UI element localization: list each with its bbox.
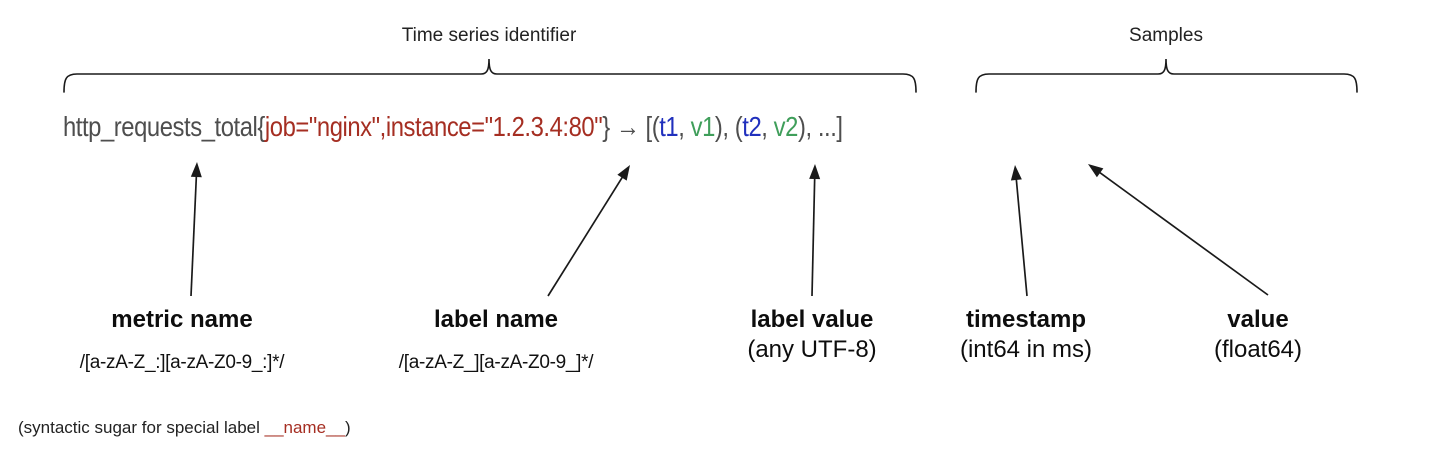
code-segment-close-brace: } — [602, 111, 610, 142]
timestamp-type: (int64 in ms) — [959, 336, 1093, 363]
code-segment-value-1: v1 — [690, 111, 716, 142]
footnote-text: (syntactic sugar for special label — [18, 418, 265, 437]
metric-name-title: metric name — [111, 306, 253, 333]
footnote-name-label: __name__ — [264, 418, 345, 437]
annotation-label-value: label value (any UTF-8) — [747, 306, 876, 363]
timestamp-title: timestamp — [965, 306, 1087, 333]
arrow-label-name — [547, 165, 630, 297]
annotation-timestamp: timestamp (int64 in ms) — [960, 306, 1092, 363]
value-type: (float64) — [1213, 336, 1303, 363]
time-series-identifier-brace — [63, 58, 917, 93]
label-name-title: label name — [433, 306, 559, 333]
code-segment-open-brace: { — [257, 111, 265, 142]
annotation-metric-name: metric name /[a-zA-Z_:][a-zA-Z0-9_:]*/ — [79, 306, 285, 374]
footnote-text-close: ) — [344, 418, 351, 437]
samples-label: Samples — [1129, 25, 1203, 46]
code-segment-separator: , — [761, 111, 774, 142]
arrow-value — [1088, 164, 1269, 296]
arrow-label-value — [809, 164, 821, 297]
code-segment-timestamp-1: t1 — [659, 111, 679, 142]
label-name-regex: /[a-zA-Z_][a-zA-Z0-9_]*/ — [398, 352, 594, 373]
value-title: value — [1227, 306, 1289, 333]
code-segment-separator: , — [678, 111, 691, 142]
arrow-timestamp — [1010, 165, 1028, 297]
samples-brace — [975, 58, 1358, 93]
code-segment-ellipsis-close: ), ...] — [797, 111, 843, 142]
arrow-metric-name — [190, 162, 202, 297]
annotation-label-name: label name /[a-zA-Z_][a-zA-Z0-9_]*/ — [398, 306, 594, 374]
code-segment-arrow-and-open: → [( — [609, 111, 660, 142]
time-series-code-line: http_requests_total{job="nginx",instance… — [63, 109, 843, 145]
metric-name-regex: /[a-zA-Z_:][a-zA-Z0-9_:]*/ — [79, 352, 285, 373]
code-segment-metric-name: http_requests_total — [63, 111, 258, 142]
code-segment-separator: ), ( — [714, 111, 743, 142]
code-segment-timestamp-2: t2 — [742, 111, 762, 142]
code-segment-value-2: v2 — [773, 111, 799, 142]
label-value-type: (any UTF-8) — [747, 336, 877, 363]
time-series-identifier-label: Time series identifier — [401, 25, 577, 46]
label-value-title: label value — [750, 306, 874, 333]
code-segment-labels: job="nginx",instance="1.2.3.4:80" — [264, 111, 603, 142]
annotation-value: value (float64) — [1214, 306, 1302, 363]
syntactic-sugar-footnote: (syntactic sugar for special label __nam… — [18, 418, 351, 438]
